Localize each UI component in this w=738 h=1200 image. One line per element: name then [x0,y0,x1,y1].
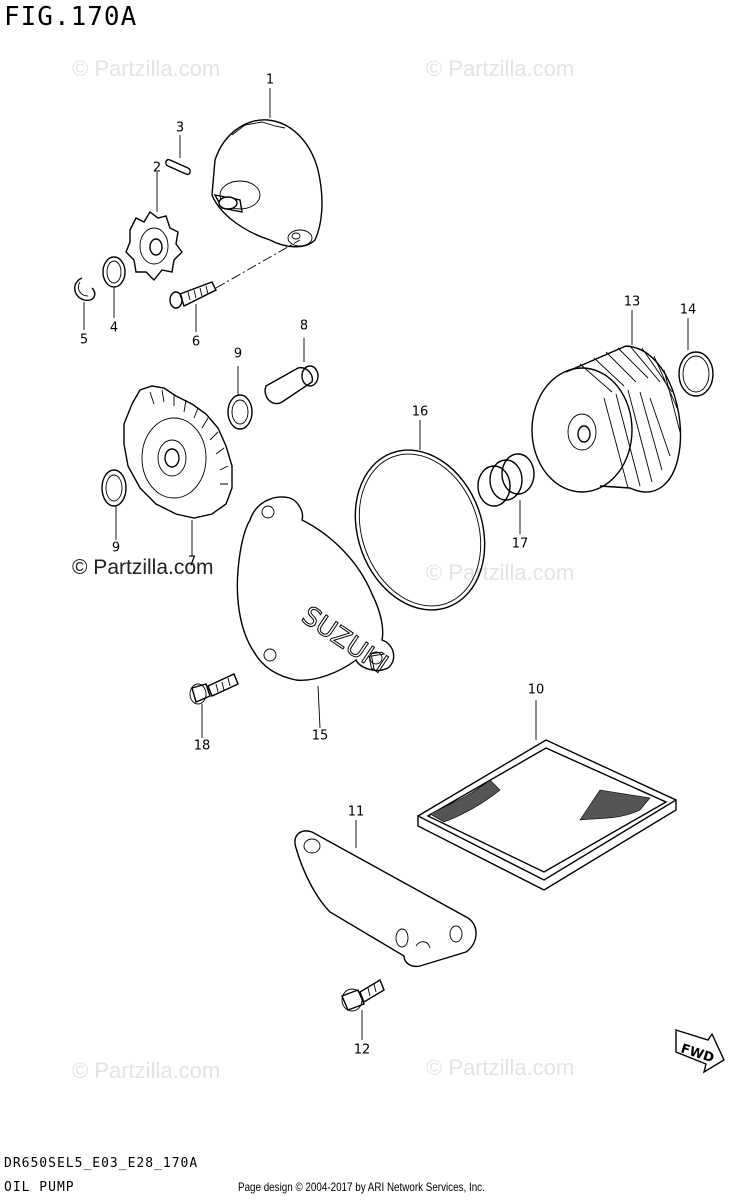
flange-bolt-drawing [189,673,239,738]
callout-6: 6 [191,334,201,350]
small-gear-drawing [125,172,183,282]
forward-arrow-icon: FWD [675,1029,725,1074]
callout-18: 18 [193,738,211,754]
callout-7: 7 [187,554,197,570]
oil-pump-cover-drawing: SUZUKI [236,496,395,729]
callout-8: 8 [299,318,309,334]
watermark: © Partzilla.com [72,56,221,81]
callout-17: 17 [511,536,529,552]
callout-2: 2 [152,160,162,176]
oil-strainer-drawing [416,700,678,891]
oil-filter-drawing [531,310,682,493]
o-ring-drawing [354,420,486,611]
flange-bolt-drawing [341,978,385,1040]
circlip-drawing [74,277,96,330]
oil-pump-body-drawing [211,88,323,248]
figure-title: FIG.170A [4,2,138,32]
screw-drawing [169,239,301,332]
callout-9-lower: 9 [111,540,121,556]
callout-3: 3 [175,120,185,136]
callout-16: 16 [411,404,429,420]
section-name: OIL PUMP [4,1180,75,1195]
spring-drawing [477,453,535,534]
callout-4: 4 [109,320,119,336]
callout-14: 14 [679,302,697,318]
callout-9-upper: 9 [233,346,243,362]
pin-drawing [165,135,191,176]
callout-10: 10 [527,682,545,698]
washer-drawing [102,256,126,318]
watermark: © Partzilla.com [426,56,575,81]
callout-5: 5 [79,332,89,348]
callout-13: 13 [623,294,641,310]
watermark: © Partzilla.com [72,1058,221,1083]
page-credit: Page design © 2004-2017 by ARI Network S… [238,1180,485,1194]
callout-12: 12 [353,1042,371,1058]
circlip-drawing [101,469,127,540]
circlip-drawing [227,366,253,430]
watermark: © Partzilla.com [426,560,575,585]
watermark: © Partzilla.com [426,1055,575,1080]
o-ring-drawing [678,318,714,397]
callout-15: 15 [311,728,329,744]
watermark: © Partzilla.com [72,556,214,579]
shaft-drawing [264,338,319,405]
callout-1: 1 [265,72,275,88]
model-code: DR650SEL5_E03_E28_170A [4,1156,199,1171]
bracket-plate-drawing [294,820,477,968]
large-gear-drawing [123,385,233,556]
callout-11: 11 [347,804,365,820]
